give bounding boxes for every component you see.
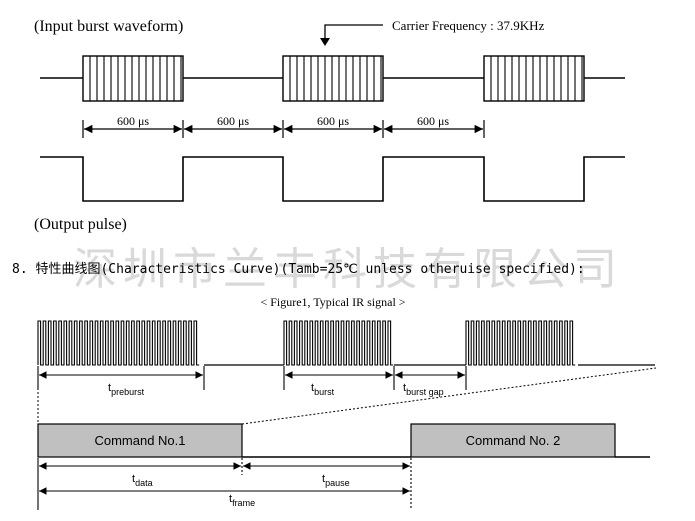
burst-timing-markers [37, 366, 467, 390]
command-1-label: Command No.1 [94, 433, 185, 448]
t-preburst-label: tpreburst [108, 382, 145, 397]
input-burst-waveform [40, 55, 625, 102]
figure-caption: < Figure1, Typical IR signal > [260, 295, 405, 309]
ir-burst-1 [37, 320, 200, 366]
interval-label-3: 600 μs [317, 114, 349, 128]
command-1-block [37, 423, 243, 458]
carrier-burst-3 [483, 55, 585, 102]
carrier-burst-1 [82, 55, 184, 102]
ir-burst-3 [465, 320, 576, 366]
frame-timing-markers [37, 458, 412, 510]
command-2-label: Command No. 2 [466, 433, 561, 448]
t-frame-label: tframe [229, 493, 255, 508]
ir-signal-waveform [37, 320, 655, 366]
carrier-burst-2 [282, 55, 384, 102]
interval-label-4: 600 μs [417, 114, 449, 128]
t-pause-label: tpause [322, 473, 350, 488]
interval-markers [82, 120, 485, 138]
t-burst-gap-label: tburst gap [403, 382, 444, 397]
interval-label-2: 600 μs [217, 114, 249, 128]
output-pulse-waveform [40, 156, 625, 202]
command-2-block [410, 423, 616, 458]
input-burst-label: (Input burst waveform) [34, 18, 183, 35]
carrier-pointer-arrow [320, 24, 383, 46]
company-watermark: 深圳市兰丰科技有限公司 [73, 245, 623, 294]
section-heading: 8. 特性曲线图(Characteristics Curve)(Tamb=25℃… [12, 262, 585, 277]
t-burst-label: tburst [311, 382, 335, 397]
t-data-label: tdata [132, 473, 153, 488]
zoom-guide-lines [37, 367, 657, 425]
carrier-frequency-label: Carrier Frequency : 37.9KHz [392, 18, 545, 33]
interval-label-1: 600 μs [117, 114, 149, 128]
ir-burst-2 [283, 320, 394, 366]
output-pulse-label: (Output pulse) [34, 216, 127, 233]
